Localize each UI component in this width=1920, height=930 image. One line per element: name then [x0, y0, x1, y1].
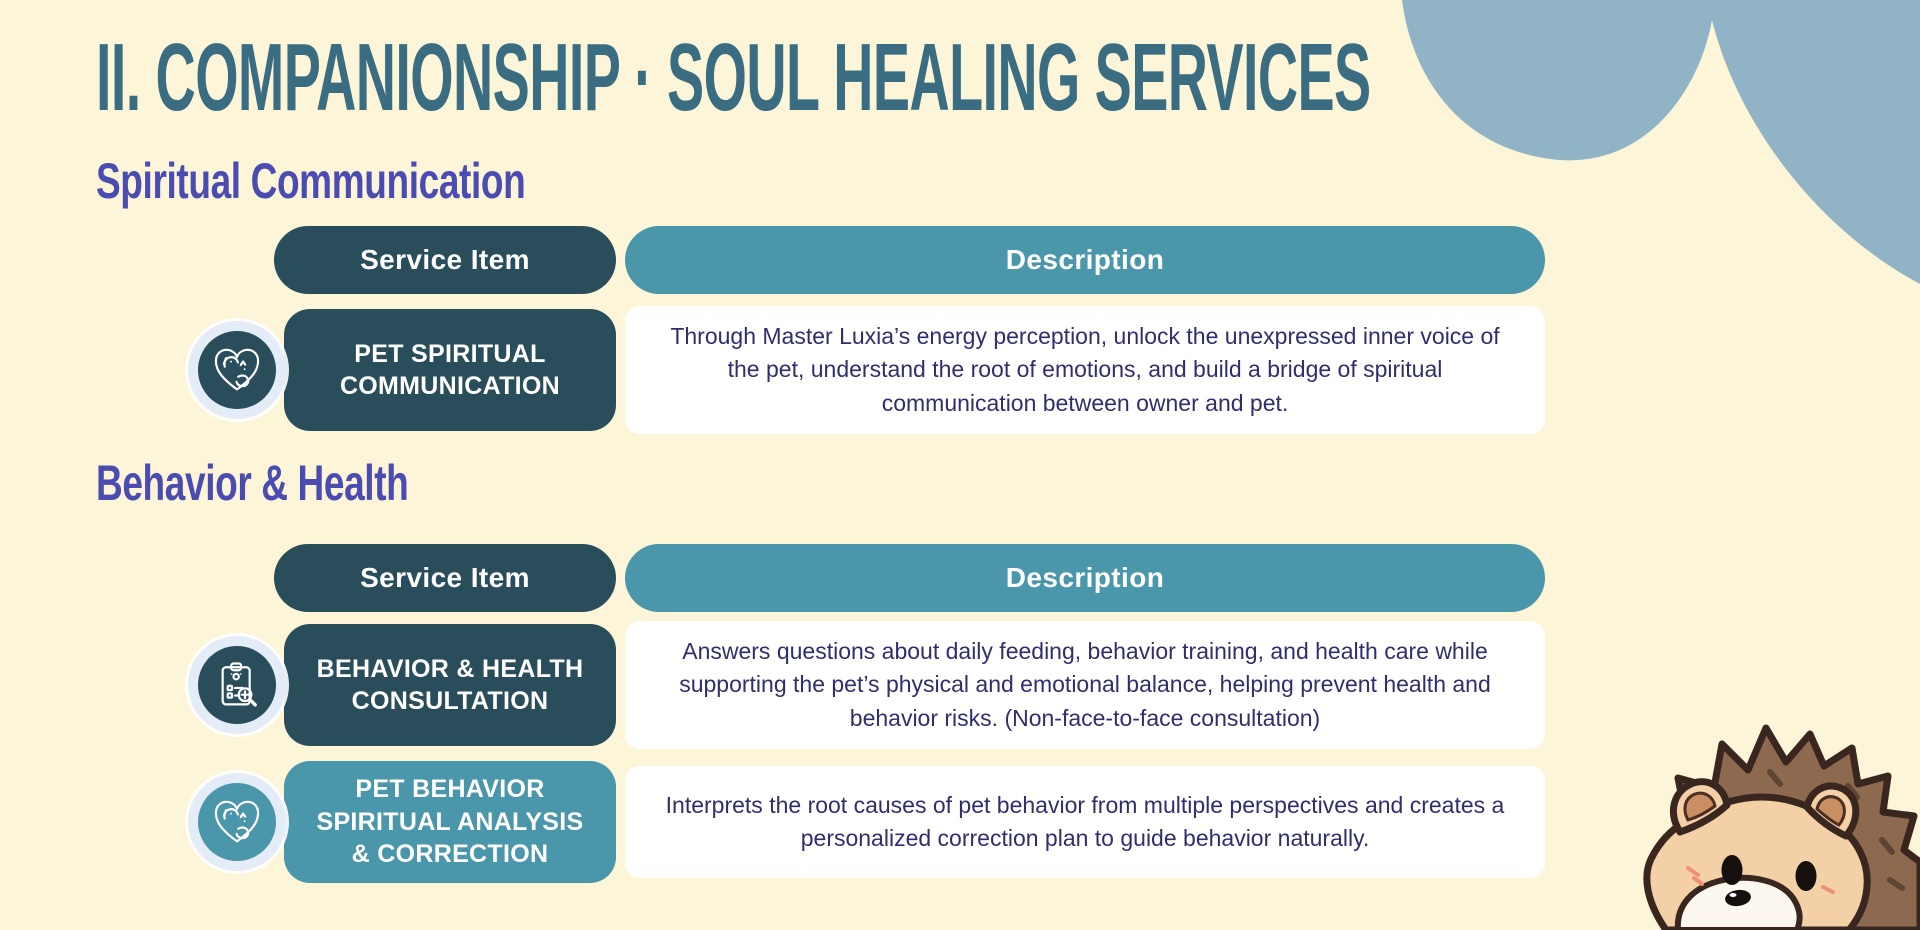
service-item-cell: BEHAVIOR & HEALTH CONSULTATION — [284, 624, 616, 746]
description-header: Description — [625, 544, 1545, 612]
row-icon-badge — [188, 321, 286, 419]
description-header: Description — [625, 226, 1545, 294]
description-cell: Answers questions about daily feeding, b… — [625, 621, 1545, 749]
table-row: BEHAVIOR & HEALTH CONSULTATION Answers q… — [188, 621, 1920, 749]
description-cell: Interprets the root causes of pet behavi… — [625, 766, 1545, 878]
service-item-cell: PET BEHAVIOR SPIRITUAL ANALYSIS & CORREC… — [284, 761, 616, 883]
service-item-header: Service Item — [274, 544, 616, 612]
service-item-cell: PET SPIRITUAL COMMUNICATION — [284, 309, 616, 431]
hedgehog-illustration — [1643, 724, 1920, 930]
content-area: II. COMPANIONSHIP · SOUL HEALING SERVICE… — [96, 24, 1920, 883]
service-item-header: Service Item — [274, 226, 616, 294]
table-spiritual-communication: Service Item Description — [188, 226, 1920, 434]
table-header-row: Service Item Description — [274, 226, 1920, 294]
table-header-row: Service Item Description — [274, 544, 1920, 612]
row-icon-badge — [188, 773, 286, 871]
cloud-shape-icon — [1402, 0, 1920, 284]
table-row: PET BEHAVIOR SPIRITUAL ANALYSIS & CORREC… — [188, 761, 1920, 883]
table-behavior-health: Service Item Description — [188, 544, 1920, 883]
table-row: PET SPIRITUAL COMMUNICATION Through Mast… — [188, 306, 1920, 434]
heart-with-pets-icon — [198, 331, 276, 409]
page-title: II. COMPANIONSHIP · SOUL HEALING SERVICE… — [96, 24, 1371, 131]
description-cell: Through Master Luxia’s energy perception… — [625, 306, 1545, 434]
heart-with-pets-icon — [198, 783, 276, 861]
section-heading-spiritual-communication: Spiritual Communication — [96, 153, 526, 209]
section-heading-behavior-health: Behavior & Health — [96, 455, 409, 511]
clipboard-paw-magnifier-icon — [198, 646, 276, 724]
row-icon-badge — [188, 636, 286, 734]
